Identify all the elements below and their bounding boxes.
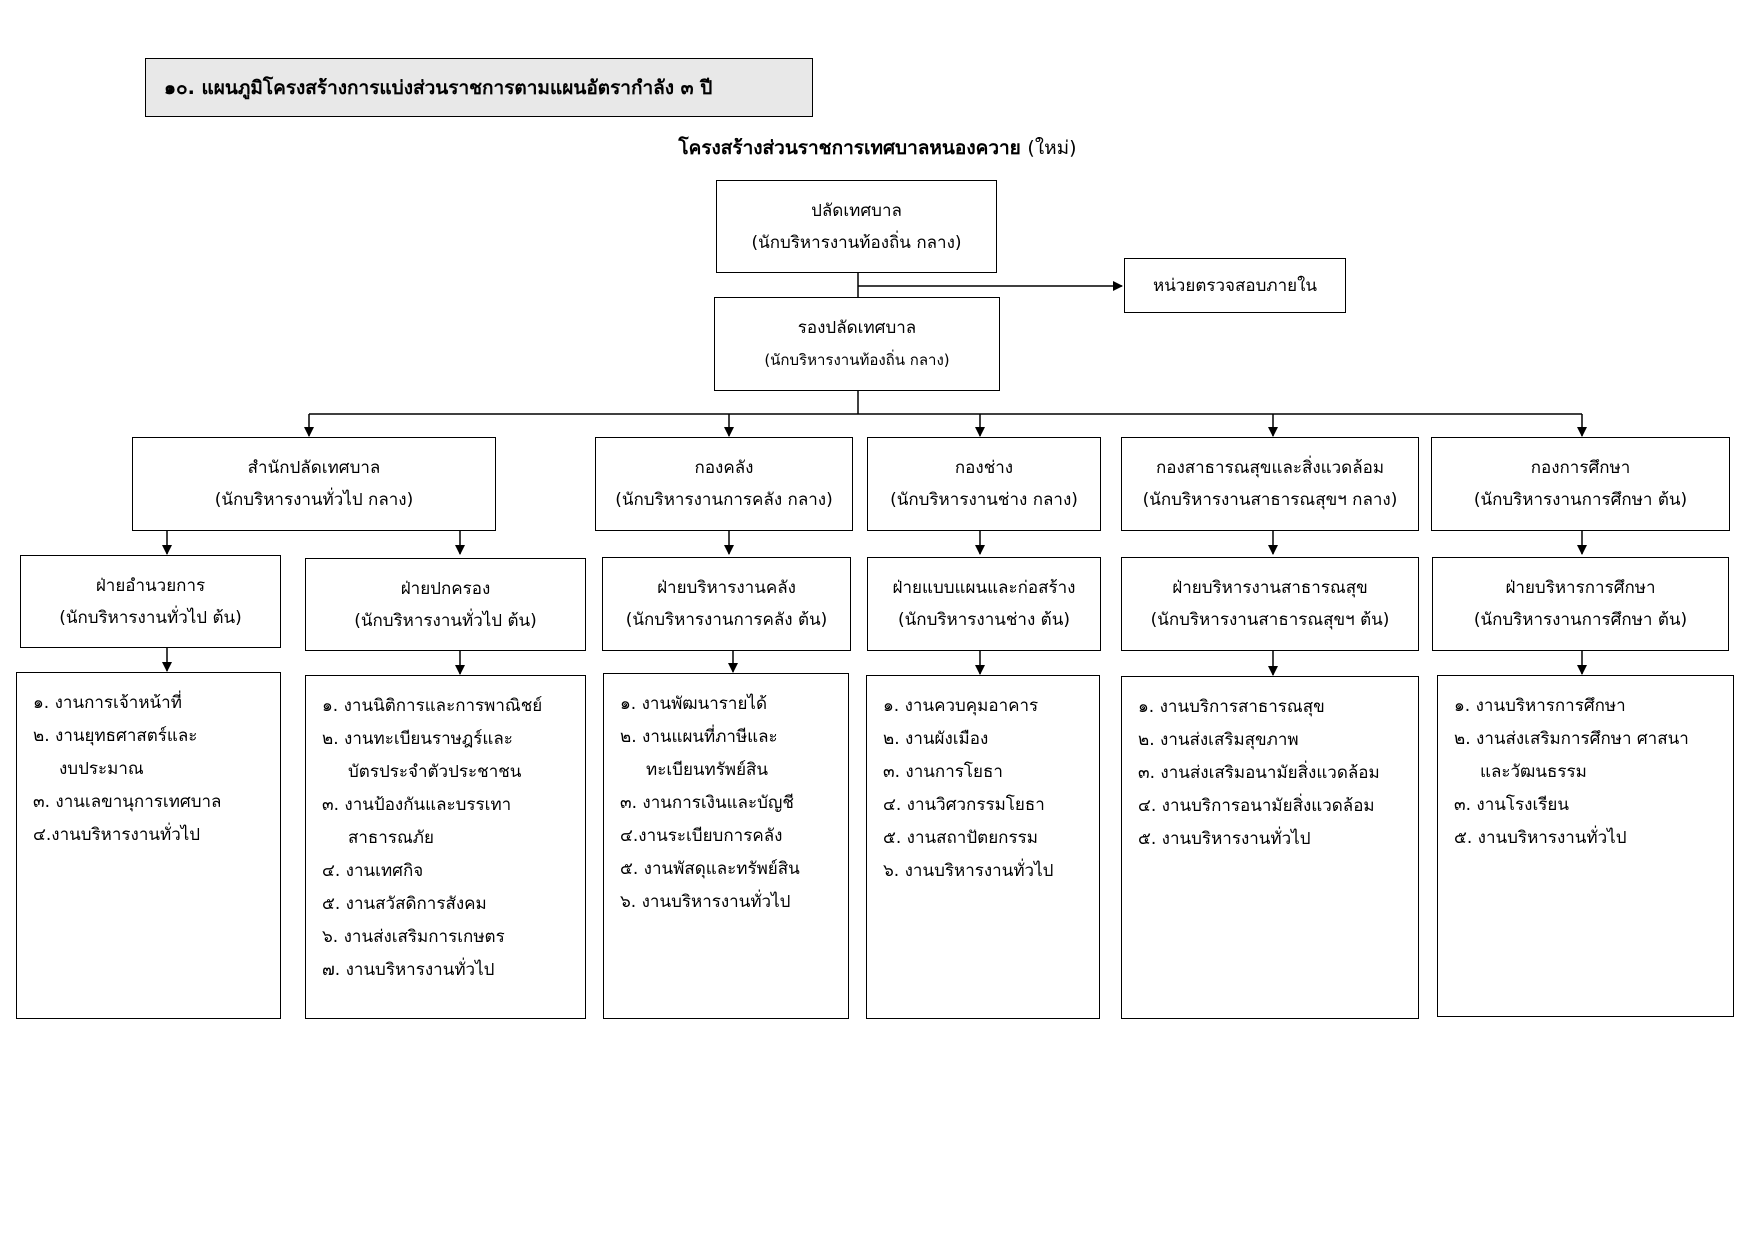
task-list: ๑. งานบริการสาธารณสุข ๒. งานส่งเสริมสุขภ…: [1121, 676, 1419, 1019]
list-item: ๓. งานการเงินและบัญชี: [620, 793, 794, 813]
list-item: ๕. งานพัสดุและทรัพย์สิน: [620, 859, 800, 879]
task-list: ๑. งานบริหารการศึกษา ๒. งานส่งเสริมการศึ…: [1437, 675, 1734, 1017]
division-title: สำนักปลัดเทศบาล: [247, 458, 381, 478]
division-sub: (นักบริหารงานทั่วไป กลาง): [214, 490, 414, 510]
audit-box: หน่วยตรวจสอบภายใน: [1124, 258, 1346, 313]
division-title: กองการศึกษา: [1530, 458, 1631, 478]
list-item: ๑. งานพัฒนารายได้: [620, 694, 768, 714]
division-sub: (นักบริหารงานการศึกษา ต้น): [1473, 490, 1688, 510]
task-list: ๑. งานการเจ้าหน้าที่ ๒. งานยุทธศาสตร์และ…: [16, 672, 281, 1019]
list-item: ๔. งานเทศกิจ: [322, 861, 424, 881]
task-list: ๑. งานควบคุมอาคาร ๒. งานผังเมือง ๓. งานก…: [866, 675, 1100, 1019]
section-box: ฝ่ายอำนวยการ (นักบริหารงานทั่วไป ต้น): [20, 555, 281, 648]
list-item: ทะเบียนทรัพย์สิน: [646, 760, 769, 780]
list-item: ๖. งานบริหารงานทั่วไป: [620, 892, 791, 912]
list-item: ๒. งานยุทธศาสตร์และ: [33, 726, 198, 746]
list-item: ๓. งานการโยธา: [883, 762, 1003, 782]
list-item: ๔.งานระเบียบการคลัง: [620, 826, 783, 846]
section-title-text: ฝ่ายปกครอง: [400, 578, 491, 599]
section-title-text: ฝ่ายบริหารงานคลัง: [657, 578, 796, 598]
division-title: กองสาธารณสุขและสิ่งแวดล้อม: [1155, 458, 1385, 478]
audit-title: หน่วยตรวจสอบภายใน: [1152, 275, 1318, 296]
division-title: กองช่าง: [954, 458, 1014, 478]
section-sub: (นักบริหารงานทั่วไป ต้น): [354, 610, 537, 631]
list-item: ๔. งานบริการอนามัยสิ่งแวดล้อม: [1138, 796, 1375, 816]
division-box: กองการศึกษา (นักบริหารงานการศึกษา ต้น): [1431, 437, 1730, 531]
list-item: ๖. งานบริหารงานทั่วไป: [883, 861, 1054, 881]
division-box: กองสาธารณสุขและสิ่งแวดล้อม (นักบริหารงาน…: [1121, 437, 1419, 531]
list-item: ๑. งานควบคุมอาคาร: [883, 696, 1039, 716]
list-item: ๓. งานป้องกันและบรรเทา: [322, 795, 512, 815]
section-sub: (นักบริหารงานสาธารณสุขฯ ต้น): [1150, 610, 1390, 630]
palad-box: ปลัดเทศบาล (นักบริหารงานท้องถิ่น กลาง): [716, 180, 997, 273]
section-title-text: ฝ่ายบริหารงานสาธารณสุข: [1172, 578, 1368, 598]
deputy-sub: (นักบริหารงานท้องถิ่น กลาง): [764, 351, 950, 369]
division-sub: (นักบริหารงานสาธารณสุขฯ กลาง): [1142, 490, 1398, 510]
section-title-text: ฝ่ายแบบแผนและก่อสร้าง: [892, 578, 1076, 598]
section-sub: (นักบริหารงานการศึกษา ต้น): [1473, 610, 1688, 630]
list-item: ๒. งานผังเมือง: [883, 729, 989, 749]
list-item: ๔.งานบริหารงานทั่วไป: [33, 825, 201, 845]
list-item: ๔. งานวิศวกรรมโยธา: [883, 795, 1045, 815]
chart-title: โครงสร้างส่วนราชการเทศบาลหนองควาย (ใหม่): [678, 137, 1077, 159]
section-sub: (นักบริหารงานทั่วไป ต้น): [59, 607, 242, 628]
division-box: สำนักปลัดเทศบาล (นักบริหารงานทั่วไป กลาง…: [132, 437, 496, 531]
division-title: กองคลัง: [694, 458, 754, 478]
task-list: ๑. งานพัฒนารายได้ ๒. งานแผนที่ภาษีและ ทะ…: [603, 673, 849, 1019]
list-item: ๑. งานการเจ้าหน้าที่: [33, 693, 182, 713]
list-item: ๒. งานส่งเสริมสุขภาพ: [1138, 730, 1299, 750]
division-box: กองช่าง (นักบริหารงานช่าง กลาง): [867, 437, 1101, 531]
list-item: ๑. งานบริหารการศึกษา: [1454, 696, 1626, 716]
section-box: ฝ่ายบริหารงานคลัง (นักบริหารงานการคลัง ต…: [602, 557, 851, 651]
list-item: ๒. งานส่งเสริมการศึกษา ศาสนา: [1454, 729, 1689, 749]
section-title: ๑๐. แผนภูมิโครงสร้างการแบ่งส่วนราชการตาม…: [145, 58, 813, 117]
list-item: ๗. งานบริหารงานทั่วไป: [322, 960, 495, 980]
division-sub: (นักบริหารงานช่าง กลาง): [890, 490, 1078, 510]
list-item: ๓. งานเลขานุการเทศบาล: [33, 792, 222, 812]
list-item: สาธารณภัย: [348, 828, 434, 848]
list-item: ๕. งานสวัสดิการสังคม: [322, 894, 487, 914]
list-item: ๕. งานบริหารงานทั่วไป: [1454, 828, 1627, 848]
division-sub: (นักบริหารงานการคลัง กลาง): [615, 490, 833, 510]
deputy-title: รองปลัดเทศบาล: [797, 318, 917, 338]
section-box: ฝ่ายแบบแผนและก่อสร้าง (นักบริหารงานช่าง …: [867, 557, 1101, 651]
task-list: ๑. งานนิติการและการพาณิชย์ ๒. งานทะเบียน…: [305, 675, 586, 1019]
list-item: ๕. งานบริหารงานทั่วไป: [1138, 829, 1311, 849]
list-item: ๒. งานแผนที่ภาษีและ: [620, 727, 778, 747]
palad-title: ปลัดเทศบาล: [811, 200, 902, 221]
palad-sub: (นักบริหารงานท้องถิ่น กลาง): [751, 232, 962, 253]
list-item: ๕. งานสถาปัตยกรรม: [883, 828, 1038, 848]
section-sub: (นักบริหารงานการคลัง ต้น): [625, 610, 828, 630]
list-item: และวัฒนธรรม: [1480, 762, 1587, 782]
section-box: ฝ่ายปกครอง (นักบริหารงานทั่วไป ต้น): [305, 558, 586, 651]
division-box: กองคลัง (นักบริหารงานการคลัง กลาง): [595, 437, 853, 531]
list-item: ๒. งานทะเบียนราษฎร์และ: [322, 729, 513, 749]
list-item: บัตรประจำตัวประชาชน: [348, 762, 522, 782]
deputy-box: รองปลัดเทศบาล (นักบริหารงานท้องถิ่น กลาง…: [714, 297, 1000, 391]
list-item: ๓. งานส่งเสริมอนามัยสิ่งแวดล้อม: [1138, 763, 1380, 783]
list-item: งบประมาณ: [59, 759, 144, 779]
list-item: ๑. งานนิติการและการพาณิชย์: [322, 696, 543, 716]
list-item: ๓. งานโรงเรียน: [1454, 795, 1569, 815]
section-title-text: ฝ่ายอำนวยการ: [95, 575, 206, 596]
section-box: ฝ่ายบริหารงานสาธารณสุข (นักบริหารงานสาธา…: [1121, 557, 1419, 651]
list-item: ๑. งานบริการสาธารณสุข: [1138, 697, 1325, 717]
section-box: ฝ่ายบริหารการศึกษา (นักบริหารงานการศึกษา…: [1432, 557, 1729, 651]
section-sub: (นักบริหารงานช่าง ต้น): [898, 610, 1070, 630]
list-item: ๖. งานส่งเสริมการเกษตร: [322, 927, 505, 947]
section-title-text: ฝ่ายบริหารการศึกษา: [1505, 578, 1656, 598]
